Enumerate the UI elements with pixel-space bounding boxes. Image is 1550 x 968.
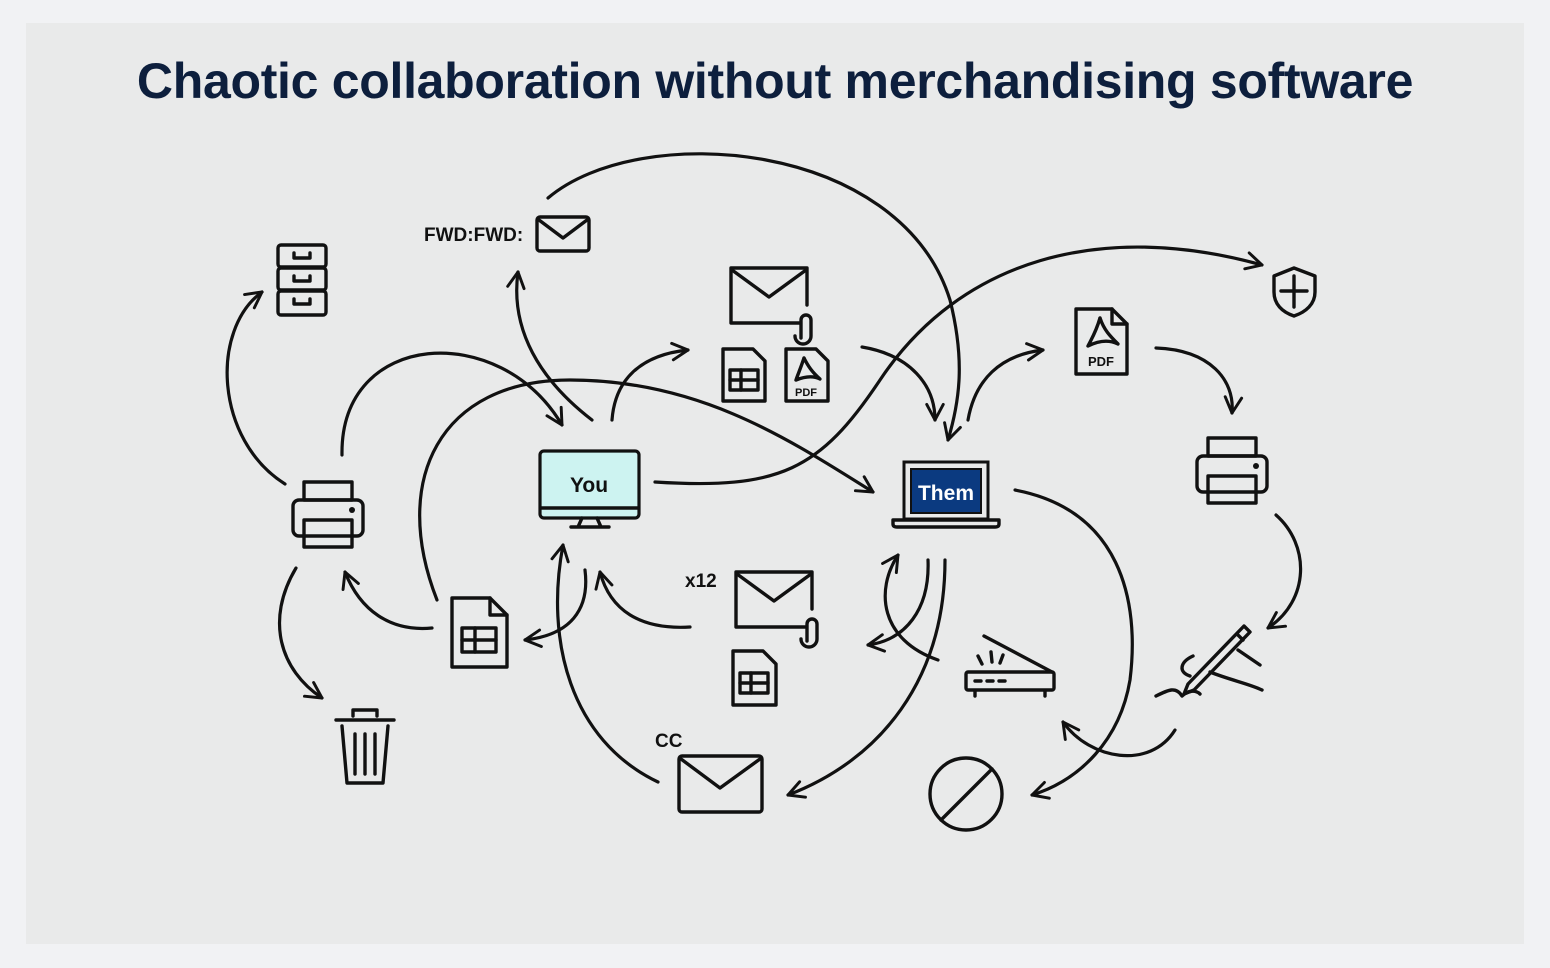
shield-icon[interactable] [1272,266,1317,318]
you-monitor[interactable]: You [538,449,641,529]
arrow-sheet-to-printer [341,570,434,631]
arrow-printer-to-trash [277,566,324,700]
them-label: Them [918,482,974,505]
arrow-you-to-sheet [523,568,588,648]
arrow-x12-to-you [594,570,692,629]
them-laptop[interactable]: Them [891,460,1001,529]
arrow-fwd-to-them [546,152,962,442]
fwd-label: FWD:FWD: [424,225,523,246]
arrow-pdf-to-printer [1154,346,1244,415]
arrow-printer-to-signature [1266,513,1303,630]
arrow-scanner-to-them [881,553,940,662]
arrow-sheet-to-them [418,378,875,602]
scanner-icon[interactable] [964,634,1056,698]
arrow-you-to-attachment [610,341,690,422]
paperclip-icon [793,313,813,346]
arrow-them-to-nosign [1013,488,1134,800]
arrow-cc-to-you [550,543,660,784]
filing-cabinet-icon[interactable] [276,243,328,317]
envelope-attachment-icon[interactable] [729,266,813,346]
paperclip-icon [799,617,819,649]
page-title: Chaotic collaboration without merchandis… [136,53,1414,109]
no-sign-icon[interactable] [928,756,1004,832]
pdf-label: PDF [1088,354,1114,369]
arrow-you-to-shield [653,245,1264,486]
envelope-attachment-icon[interactable] [734,570,819,649]
pdf-document-icon[interactable]: PDF [1074,307,1129,376]
arrow-them-to-cc [786,558,947,799]
you-label: You [570,474,608,497]
trash-icon[interactable] [334,708,396,785]
diagram-panel [26,23,1524,944]
arrow-signature-to-scanner [1061,720,1177,758]
cc-label: CC [655,731,683,752]
spreadsheet-icon[interactable] [450,596,509,669]
printer-icon[interactable] [291,480,365,549]
signature-hand-icon[interactable] [1154,624,1264,698]
spreadsheet-icon[interactable] [731,649,778,707]
printer-icon[interactable] [1195,436,1269,505]
arrow-you-to-fwd [506,270,594,422]
spreadsheet-icon[interactable] [721,347,767,403]
arrow-attachment-to-them [860,345,945,422]
pdf-label: PDF [795,387,817,399]
envelope-icon[interactable] [535,215,591,253]
arrow-them-to-pdf [966,342,1045,422]
x12-label: x12 [685,571,717,592]
arrows [225,152,1303,800]
arrow-them-to-x12 [866,558,930,653]
pdf-document-icon[interactable]: PDF [784,347,830,403]
envelope-icon[interactable] [677,754,764,814]
arrow-printer-to-you [340,351,564,457]
arrow-printer-to-cabinet [225,290,287,486]
